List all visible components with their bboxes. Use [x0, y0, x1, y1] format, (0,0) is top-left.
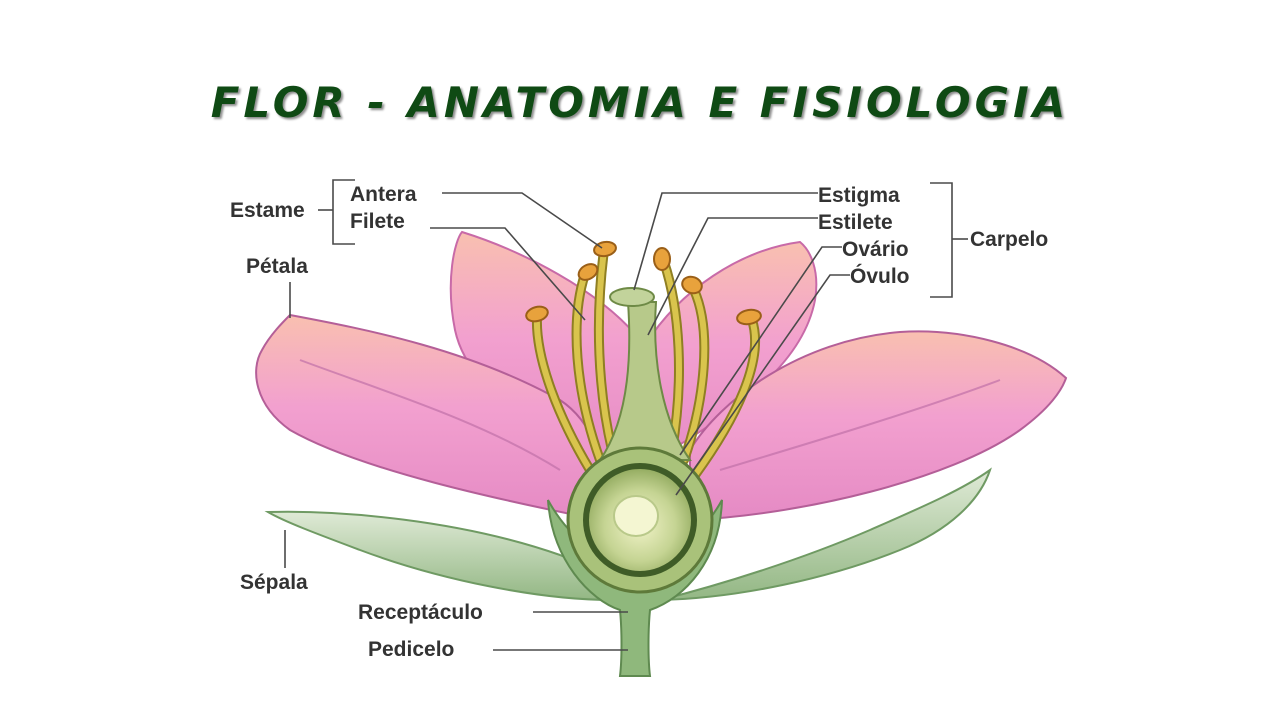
label-ovario: Ovário: [842, 238, 909, 261]
label-carpelo: Carpelo: [970, 228, 1048, 251]
anthers: [525, 240, 762, 326]
petal-left-shade: [299, 359, 561, 471]
leader-lines: [284, 179, 968, 651]
ovule: [613, 495, 659, 537]
label-receptaculo: Receptáculo: [358, 601, 483, 624]
page-title: FLOR - ANATOMIA E FISIOLOGIA: [210, 78, 1070, 127]
label-estilete: Estilete: [818, 211, 893, 234]
label-sepala: Sépala: [240, 571, 308, 594]
stamens: [531, 245, 761, 480]
label-estigma: Estigma: [818, 184, 900, 207]
style: [598, 301, 692, 461]
label-antera: Antera: [350, 183, 417, 206]
label-filete: Filete: [350, 210, 405, 233]
petal-right: [689, 330, 1068, 522]
sepal-right: [659, 467, 992, 601]
label-pedicelo: Pedicelo: [368, 638, 454, 661]
petal-left: [255, 313, 604, 522]
stigma: [609, 287, 655, 307]
label-petala: Pétala: [246, 255, 308, 278]
label-estame: Estame: [230, 199, 305, 222]
petal-right-shade: [719, 379, 1001, 471]
label-ovulo: Óvulo: [850, 264, 910, 288]
